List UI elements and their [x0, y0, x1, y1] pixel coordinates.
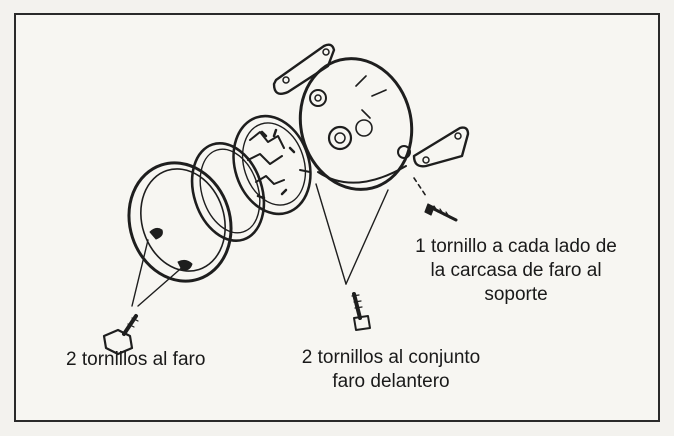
headlamp-screws-label-line-1: 2 tornillos al faro	[66, 349, 206, 370]
sealed-beam-unit	[232, 114, 312, 216]
assembly-screw	[351, 292, 371, 331]
side-screw-label-line-1: 1 tornillo a cada lado de	[415, 236, 617, 257]
assembly-screws-label-line-2: faro delantero	[332, 371, 450, 392]
side-mounting-bracket	[412, 126, 470, 168]
headlamp-screws-label: 2 tornillos al faro	[66, 348, 205, 372]
headlamp-screw	[102, 314, 139, 356]
side-screw-label: 1 tornillo a cada lado de la carcasa de …	[386, 235, 646, 307]
assembly-screws-label: 2 tornillos al conjunto faro delantero	[266, 346, 516, 394]
side-screw-label-line-3: soporte	[484, 284, 548, 305]
upper-mounting-bracket	[272, 43, 336, 95]
assembly-screws-label-line-1: 2 tornillos al conjunto	[301, 347, 481, 368]
headlamp-housing	[298, 57, 414, 191]
side-screw	[413, 177, 458, 222]
seal-ring	[190, 142, 266, 242]
headlamp-retaining-ring	[127, 161, 233, 283]
diagram-frame	[14, 13, 660, 422]
leader-lines	[131, 183, 389, 307]
side-screw-label-line-2: la carcasa de faro al	[430, 260, 602, 281]
